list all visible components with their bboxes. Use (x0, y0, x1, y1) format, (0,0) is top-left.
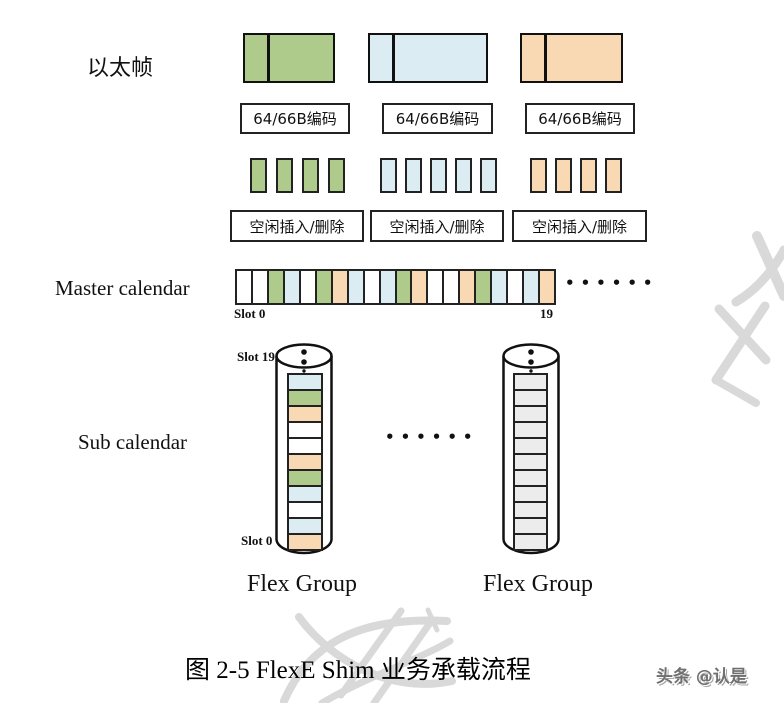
idle-insert-delete-box: 空闲插入/删除 (370, 210, 504, 242)
block-bar (580, 158, 597, 193)
block-group-blue (380, 158, 497, 193)
sub-calendar-right-slots (513, 373, 548, 551)
sub-slot (513, 533, 548, 551)
master-slot19-label: 19 (540, 306, 553, 321)
block-bar (530, 158, 547, 193)
block-bar (455, 158, 472, 193)
idle-insert-delete-box: 空闲插入/删除 (512, 210, 647, 242)
frame-divider (392, 34, 395, 82)
encode-box: 64/66B编码 (240, 103, 350, 134)
ethernet-frame-label: 以太帧 (87, 55, 154, 80)
block-bar (328, 158, 345, 193)
block-bar (276, 158, 293, 193)
flex-group-right-label: Flex Group (483, 571, 593, 597)
watermark-credit: 头条 @认是 (656, 667, 747, 687)
block-bar (250, 158, 267, 193)
master-row-ellipsis: •••••• (565, 274, 659, 292)
master-calendar-row (235, 269, 557, 305)
figure-caption: 图 2-5 FlexE Shim 业务承载流程 (185, 657, 531, 684)
idle-insert-delete-box: 空闲插入/删除 (230, 210, 364, 242)
block-bar (555, 158, 572, 193)
master-slot0-label: Slot 0 (234, 306, 266, 321)
sub-calendar-label: Sub calendar (78, 430, 188, 454)
sub-slot (287, 533, 323, 551)
cylinder-slot19-label: Slot 19 (237, 349, 275, 364)
encode-box: 64/66B编码 (382, 103, 493, 134)
flex-group-left-label: Flex Group (247, 571, 357, 597)
ethernet-frame-blue (368, 33, 488, 83)
master-slot (538, 269, 557, 305)
block-group-orange (530, 158, 622, 193)
encode-box: 64/66B编码 (525, 103, 635, 134)
block-bar (405, 158, 422, 193)
ethernet-frame-orange (520, 33, 623, 83)
cylinder-slot0-label: Slot 0 (241, 533, 273, 548)
frame-divider (544, 34, 547, 82)
sub-calendar-left-slots (287, 373, 323, 551)
block-bar (380, 158, 397, 193)
master-calendar-label: Master calendar (55, 276, 190, 300)
ethernet-frame-green (243, 33, 335, 83)
sub-calendar-ellipsis: •••••• (385, 428, 479, 446)
block-bar (480, 158, 497, 193)
block-bar (430, 158, 447, 193)
block-group-green (250, 158, 345, 193)
block-bar (302, 158, 319, 193)
block-bar (605, 158, 622, 193)
frame-divider (267, 34, 270, 82)
